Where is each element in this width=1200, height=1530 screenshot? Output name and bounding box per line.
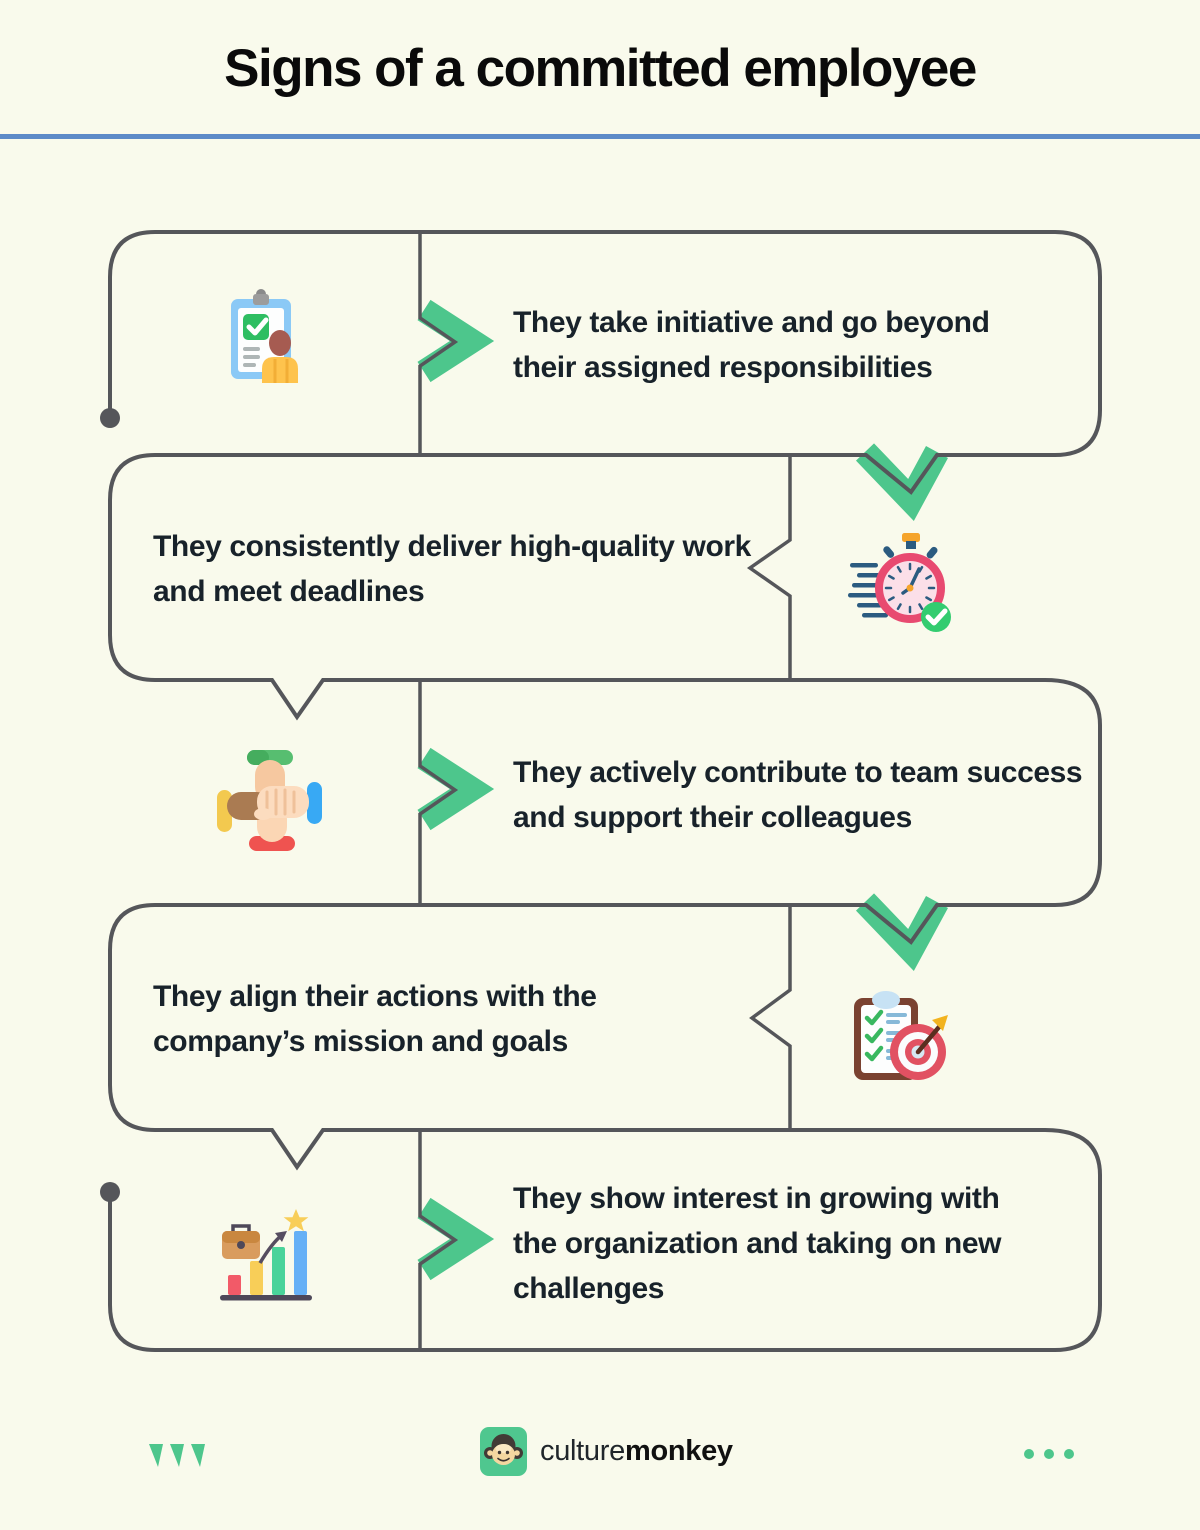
team-hands-icon: [217, 750, 322, 851]
title-underline-rule: [0, 134, 1200, 139]
bubble-divider: [746, 455, 792, 680]
brand-lockup: culturemonkey: [480, 1427, 733, 1476]
bubble-divider: [749, 905, 792, 1130]
line-end-dot: [100, 408, 120, 428]
bubble-outline-path: [108, 230, 1102, 1352]
bubble-text-2: They consistently deliver high-quality w…: [153, 530, 751, 608]
monkey-logo-icon: [480, 1427, 527, 1476]
checklist-target-icon: [854, 991, 948, 1080]
bubble-divider: [418, 680, 459, 905]
page-title: Signs of a committed employee: [224, 39, 977, 98]
clipboard-person-icon: [231, 289, 298, 383]
line-end-dot: [100, 1182, 120, 1202]
chevron-right-icon: [417, 299, 495, 383]
bubble-text-1: They take initiative and go beyond their…: [513, 306, 990, 384]
triple-arrows-icon: [149, 1444, 205, 1467]
bubble-text-4: They align their actions with the compan…: [153, 980, 597, 1058]
down-arrow-icon: [855, 443, 948, 522]
bubble-text-3: They actively contribute to team success…: [513, 756, 1083, 834]
brand-name: culturemonkey: [540, 1435, 733, 1468]
brand-name-culture: culture: [540, 1435, 625, 1467]
stopwatch-icon: [848, 533, 951, 632]
briefcase-growth-icon: [220, 1209, 312, 1301]
three-dots-icon: [1024, 1449, 1074, 1459]
bubble-divider: [418, 232, 459, 455]
bubble-text-5: They show interest in growing with the o…: [513, 1182, 1002, 1305]
chevron-right-icon: [417, 747, 495, 831]
chevron-right-icon: [417, 1197, 495, 1281]
down-arrow-icon: [855, 893, 948, 972]
brand-name-monkey: monkey: [624, 1435, 733, 1467]
bubble-divider: [418, 1130, 459, 1350]
